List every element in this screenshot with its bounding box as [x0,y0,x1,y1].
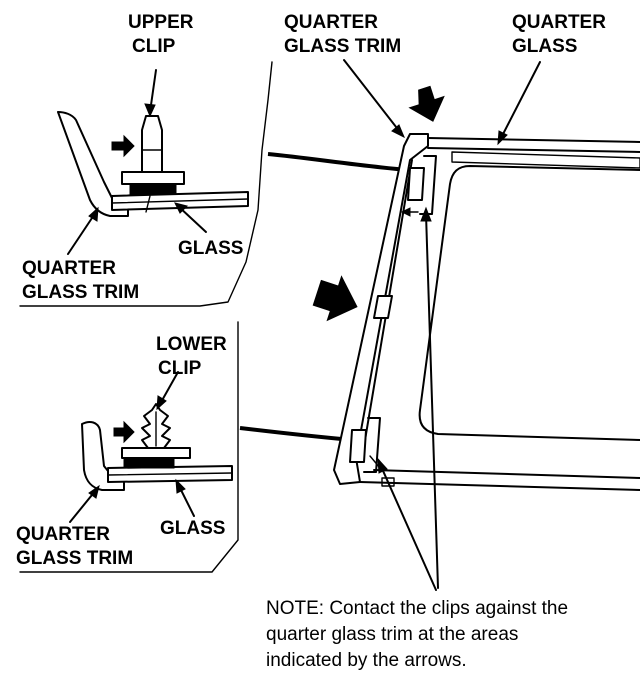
lower-push-arrow [113,420,135,444]
upper-clip-leader-head [144,103,156,118]
lower-glass-mid-line [107,472,233,476]
label-quarter-glass-line2: GLASS [512,36,577,57]
label-quarter-glass-trim-top-line2: GLASS TRIM [284,36,401,57]
top-trim-leader [343,59,401,133]
quarter-glass-leader [499,61,541,141]
label-lower-clip-line2: CLIP [158,358,202,379]
glass-top-edge [427,137,640,143]
glass-opening-outline [418,165,640,441]
upper-push-arrow [111,134,135,158]
top-push-arrow [408,85,445,122]
middle-push-arrow [312,275,358,322]
glass-top-inner-edge [427,147,640,153]
upper-glass-mid-line [111,198,249,204]
lower-callout-connector [239,426,353,442]
glass-lower-clip-bracket [363,417,381,473]
label-glass-lower: GLASS [160,518,225,539]
glass-top-ceramic-band [451,151,640,169]
quarter-window-view [239,59,640,591]
note-line3: indicated by the arrows. [266,650,467,671]
label-upper-clip-line1: UPPER [128,12,194,33]
lower-trim-leader-head [88,484,100,499]
glass-bottom-edge [359,481,640,491]
label-quarter-glass-trim-lower-line1: QUARTER [16,524,110,545]
upper-trim-leader-head [88,206,99,222]
upper-glass-leader-head [174,202,188,214]
glass-upper-clip [407,167,425,201]
label-quarter-glass-trim-lower-line2: GLASS TRIM [16,548,133,569]
note-leader-upper-head [420,206,432,222]
upper-clip-shank [141,115,163,173]
note-leader-lower [379,463,437,591]
upper-glass-hatch [145,195,151,213]
quarter-glass-leader-head [497,130,508,146]
upper-callout-connector [267,152,409,172]
note-line1: NOTE: Contact the clips against the [266,598,568,619]
lower-adhesive-pad [123,457,175,469]
glass-bottom-marker [381,477,395,487]
label-quarter-glass-trim-upper-line1: QUARTER [22,258,116,279]
lower-clip-detail [19,321,239,573]
top-trim-leader-head [391,124,405,139]
note-leader-lower-head [377,457,388,474]
label-lower-clip-line1: LOWER [156,334,227,355]
upper-clip-base [121,171,185,185]
lower-clip-leader-head [156,395,167,411]
upper-adhesive-pad [129,183,177,195]
note-leader-upper [425,213,439,589]
label-quarter-glass-line1: QUARTER [512,12,606,33]
label-upper-clip-line2: CLIP [132,36,176,57]
upper-inset-border [19,61,273,307]
glass-lower-clip [349,429,367,463]
label-quarter-glass-trim-upper-line2: GLASS TRIM [22,282,139,303]
lower-clip-base [121,447,191,459]
lower-glass-leader-head [175,478,186,494]
lower-inset-border [19,321,239,573]
upper-clip-detail [19,61,273,307]
note-line2: quarter glass trim at the areas [266,624,518,645]
label-quarter-glass-trim-top-line1: QUARTER [284,12,378,33]
upper-trim-leader [67,211,97,255]
upper-contact-arrow-left [400,207,411,217]
label-glass-upper: GLASS [178,238,243,259]
trim-mid-tab [373,295,393,319]
glass-bottom-inner-edge [373,469,640,479]
